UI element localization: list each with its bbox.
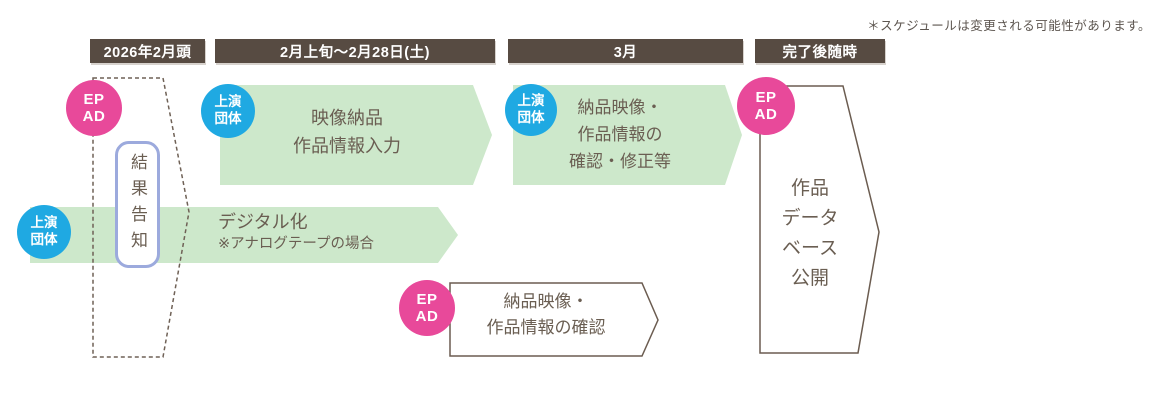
troupe-badge-delivery: 上演 団体 [201, 84, 255, 138]
database-publish-shape [759, 85, 880, 354]
timeline-header-anytime: 完了後随時 [755, 39, 885, 63]
timeline-header-early-feb: 2月上旬～2月28日(土) [215, 39, 495, 63]
schedule-note: ＊スケジュールは変更される可能性があります。 [867, 19, 1151, 33]
digitization-note: ※アナログテープの場合 [218, 236, 374, 252]
timeline-header-march: 3月 [508, 39, 743, 63]
review-fix-label: 納品映像・ 作品情報の 確認・修正等 [569, 98, 671, 171]
delivery-check-label: 納品映像・ 作品情報の確認 [486, 292, 606, 337]
epad-badge-database: EP AD [737, 77, 795, 135]
epad-badge-check: EP AD [399, 280, 455, 336]
troupe-badge-digitization: 上演 団体 [17, 205, 71, 259]
digitization-label: デジタル化 ※アナログテープの場合 [218, 211, 374, 255]
video-delivery-arrow [220, 85, 492, 185]
video-delivery-label: 映像納品 作品情報入力 [293, 108, 401, 156]
digitization-arrow [30, 207, 458, 263]
result-notice-dashed-outline [92, 77, 190, 358]
digitization-title: デジタル化 [218, 212, 308, 232]
result-notice-box: 結果告知 [115, 141, 160, 268]
troupe-badge-review: 上演 団体 [505, 84, 557, 136]
database-publish-label: 作品 データ ベース 公開 [781, 178, 839, 289]
epad-badge-result: EP AD [66, 80, 122, 136]
timeline-header-feb-start: 2026年2月頭 [90, 39, 205, 63]
delivery-check-arrow [449, 282, 659, 357]
